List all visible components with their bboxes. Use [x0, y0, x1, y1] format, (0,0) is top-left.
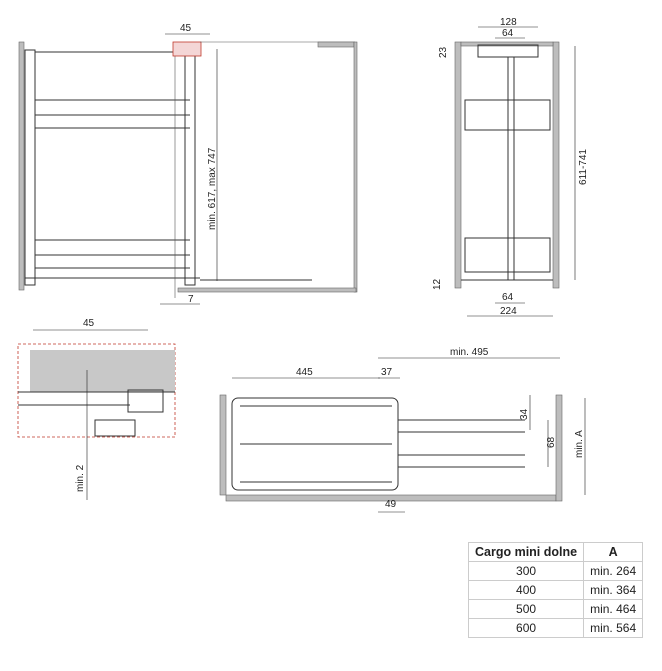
dim-label: 49 — [385, 499, 397, 510]
header-a: A — [583, 542, 644, 562]
dim-label: 68 — [546, 436, 557, 448]
dim-label: 45 — [180, 23, 192, 34]
dim-label: min. 2 — [75, 464, 86, 492]
front-view: 45 min. 617, max 747 7 — [18, 23, 358, 305]
cell: min. 364 — [583, 580, 644, 600]
cell: 500 — [467, 599, 585, 619]
dim-label: 7 — [188, 294, 194, 305]
cell: min. 264 — [583, 561, 644, 581]
cell: min. 464 — [583, 599, 644, 619]
dim-label: 445 — [296, 367, 313, 378]
dim-label: min. 495 — [450, 347, 489, 358]
cell: 400 — [467, 580, 585, 600]
table-header-row: Cargo mini dolne A — [467, 542, 644, 562]
highlight-box — [172, 41, 202, 57]
dim-label: min. 617, max 747 — [207, 147, 218, 230]
cell: 300 — [467, 561, 585, 581]
dim-label: 64 — [502, 28, 514, 39]
detail-view: 45 min. 2 — [17, 318, 176, 500]
dim-label: 23 — [438, 46, 449, 58]
plan-view: 445 37 min. 495 34 68 min. A 49 — [219, 347, 586, 513]
dim-label: 64 — [502, 292, 514, 303]
cell: 600 — [467, 618, 585, 638]
side-view: 128 64 23 611-741 12 64 224 — [432, 17, 589, 317]
dim-label: 45 — [83, 318, 95, 329]
dim-label: 12 — [432, 278, 443, 290]
dim-label: 128 — [500, 17, 517, 28]
dim-label: 37 — [381, 367, 393, 378]
dim-label: 34 — [519, 408, 530, 420]
cell: min. 564 — [583, 618, 644, 638]
dim-label: 611-741 — [578, 149, 589, 185]
header-cargo: Cargo mini dolne — [467, 542, 585, 562]
dim-label: min. A — [574, 430, 585, 458]
dim-label: 224 — [500, 306, 517, 317]
